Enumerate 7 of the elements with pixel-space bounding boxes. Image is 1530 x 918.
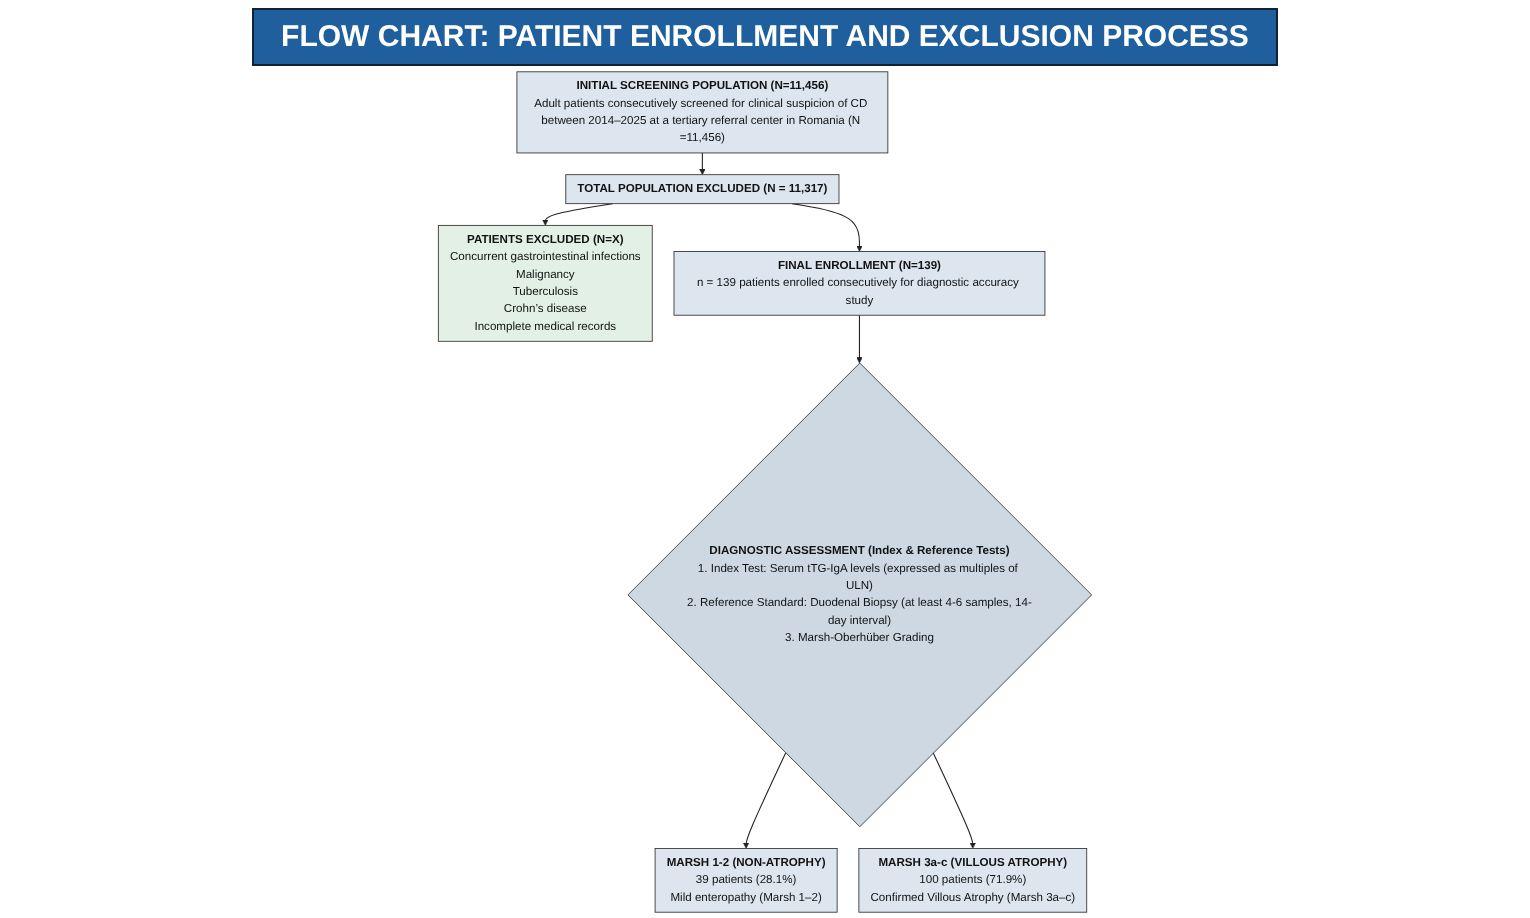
arrow (932, 752, 976, 849)
title-banner: FLOW CHART: PATIENT ENROLLMENT AND EXCLUSION PROCESS (251, 8, 1279, 66)
arrow (791, 203, 863, 252)
arrow (742, 752, 787, 849)
arrow (699, 152, 706, 175)
arrow (542, 203, 614, 226)
arrow (856, 314, 863, 364)
